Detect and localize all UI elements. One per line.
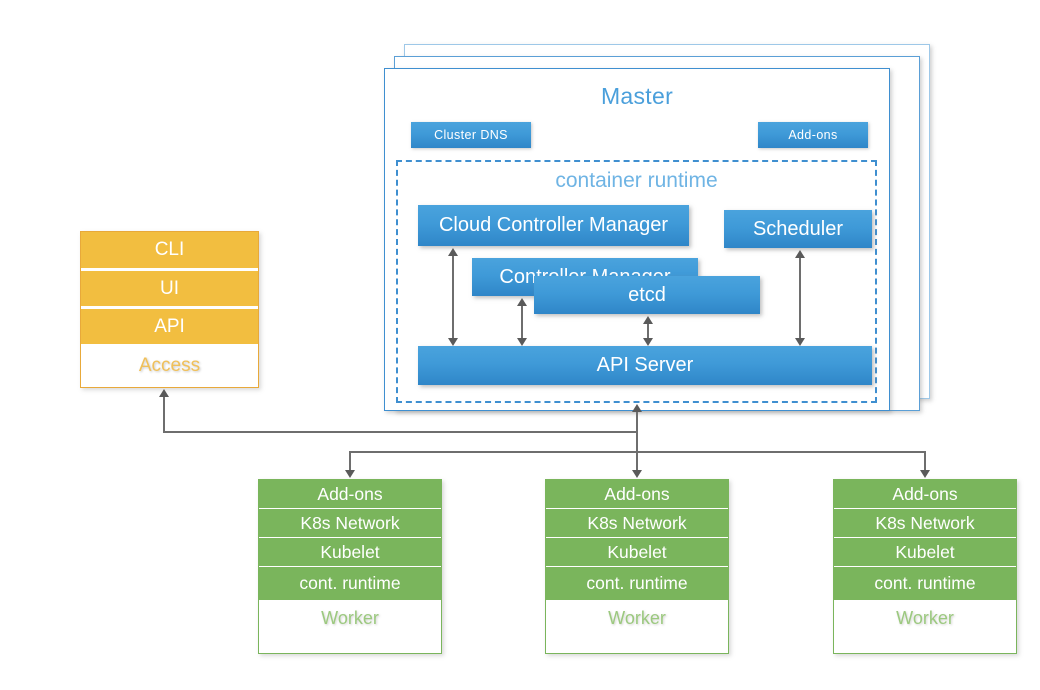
- connector-worker-3-drop: [924, 452, 926, 472]
- access-footer-label: Access: [81, 347, 258, 385]
- worker-2-row-runtime[interactable]: cont. runtime: [546, 567, 728, 601]
- arrow-ccm-down: [448, 338, 458, 346]
- connector-worker-1-arrow: [345, 470, 355, 478]
- arrow-ccm-line: [452, 256, 454, 338]
- worker-2-row-kubelet[interactable]: Kubelet: [546, 538, 728, 567]
- access-divider-1: [81, 268, 258, 271]
- etcd-box[interactable]: etcd: [534, 276, 760, 314]
- worker-1-row-network[interactable]: K8s Network: [259, 509, 441, 538]
- container-runtime-region: container runtime Cloud Controller Manag…: [396, 160, 877, 403]
- connector-worker-2-drop: [636, 452, 638, 472]
- access-divider-3: [81, 344, 258, 347]
- access-row-cli[interactable]: CLI: [81, 232, 258, 268]
- worker-1-row-addons[interactable]: Add-ons: [259, 480, 441, 509]
- connector-worker-1-drop: [349, 452, 351, 472]
- worker-2-row-addons[interactable]: Add-ons: [546, 480, 728, 509]
- worker-3-row-runtime[interactable]: cont. runtime: [834, 567, 1016, 601]
- worker-2-footer-label: Worker: [546, 601, 728, 636]
- connector-bus-access: [163, 431, 638, 433]
- worker-node-3[interactable]: Add-ons K8s Network Kubelet cont. runtim…: [833, 479, 1017, 654]
- cloud-controller-manager-box[interactable]: Cloud Controller Manager: [418, 205, 689, 246]
- connector-apiserver-trunk: [636, 412, 638, 474]
- arrow-scheduler-down: [795, 338, 805, 346]
- container-runtime-title: container runtime: [555, 169, 718, 192]
- worker-node-1[interactable]: Add-ons K8s Network Kubelet cont. runtim…: [258, 479, 442, 654]
- worker-1-footer-label: Worker: [259, 601, 441, 636]
- arrow-ccm-up: [448, 248, 458, 256]
- worker-3-row-addons[interactable]: Add-ons: [834, 480, 1016, 509]
- worker-3-row-network[interactable]: K8s Network: [834, 509, 1016, 538]
- access-row-ui[interactable]: UI: [81, 271, 258, 306]
- connector-access-riser: [163, 396, 165, 432]
- arrow-cm-down: [517, 338, 527, 346]
- master-addons-box[interactable]: Add-ons: [758, 122, 868, 148]
- worker-1-row-kubelet[interactable]: Kubelet: [259, 538, 441, 567]
- access-panel[interactable]: CLI UI API Access: [80, 231, 259, 388]
- scheduler-box[interactable]: Scheduler: [724, 210, 872, 248]
- arrow-etcd-up: [643, 316, 653, 324]
- arrow-cm-up: [517, 298, 527, 306]
- api-server-box[interactable]: API Server: [418, 346, 872, 385]
- worker-3-footer-label: Worker: [834, 601, 1016, 636]
- arrow-etcd-line: [647, 324, 649, 338]
- arrow-etcd-down: [643, 338, 653, 346]
- access-divider-2: [81, 306, 258, 309]
- arrow-cm-line: [521, 306, 523, 338]
- arrow-scheduler-up: [795, 250, 805, 258]
- connector-access-arrow-up: [159, 389, 169, 397]
- master-title: Master: [600, 83, 674, 109]
- arrow-scheduler-line: [799, 258, 801, 338]
- worker-node-2[interactable]: Add-ons K8s Network Kubelet cont. runtim…: [545, 479, 729, 654]
- connector-worker-2-arrow: [632, 470, 642, 478]
- access-row-api[interactable]: API: [81, 309, 258, 344]
- worker-2-row-network[interactable]: K8s Network: [546, 509, 728, 538]
- master-panel[interactable]: Master Cluster DNS Add-ons container run…: [384, 68, 890, 411]
- connector-apiserver-arrow-up: [632, 404, 642, 412]
- worker-1-row-runtime[interactable]: cont. runtime: [259, 567, 441, 601]
- worker-3-row-kubelet[interactable]: Kubelet: [834, 538, 1016, 567]
- connector-worker-3-arrow: [920, 470, 930, 478]
- cluster-dns-box[interactable]: Cluster DNS: [411, 122, 531, 148]
